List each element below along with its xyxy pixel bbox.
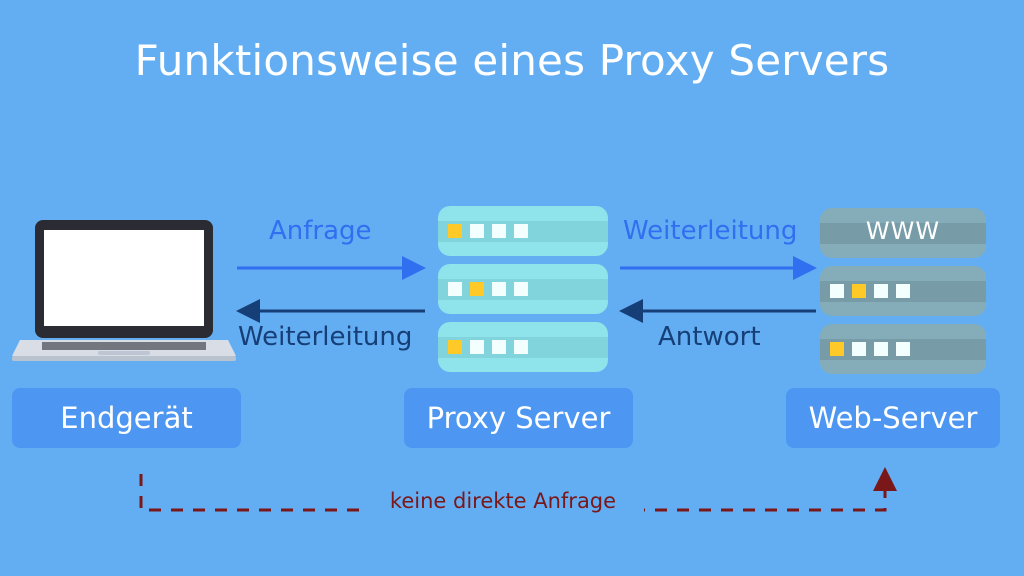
page-title: Funktionsweise eines Proxy Servers: [134, 36, 890, 85]
forward-to-server-label: Weiterleitung: [623, 216, 798, 246]
proxy-server-icon: [438, 206, 608, 372]
laptop-icon: [12, 220, 236, 361]
www-label: WWW: [865, 217, 941, 245]
forward-to-client-label: Weiterleitung: [238, 322, 413, 352]
response-label: Antwort: [658, 322, 761, 352]
web-server-label-box: Web-Server: [786, 388, 1000, 448]
request-label: Anfrage: [269, 216, 372, 246]
web-server-icon: [820, 208, 986, 374]
client-label-box: Endgerät: [12, 388, 241, 448]
proxy-label-box: Proxy Server: [404, 388, 633, 448]
no-direct-request-label: keine direkte Anfrage: [362, 489, 644, 513]
